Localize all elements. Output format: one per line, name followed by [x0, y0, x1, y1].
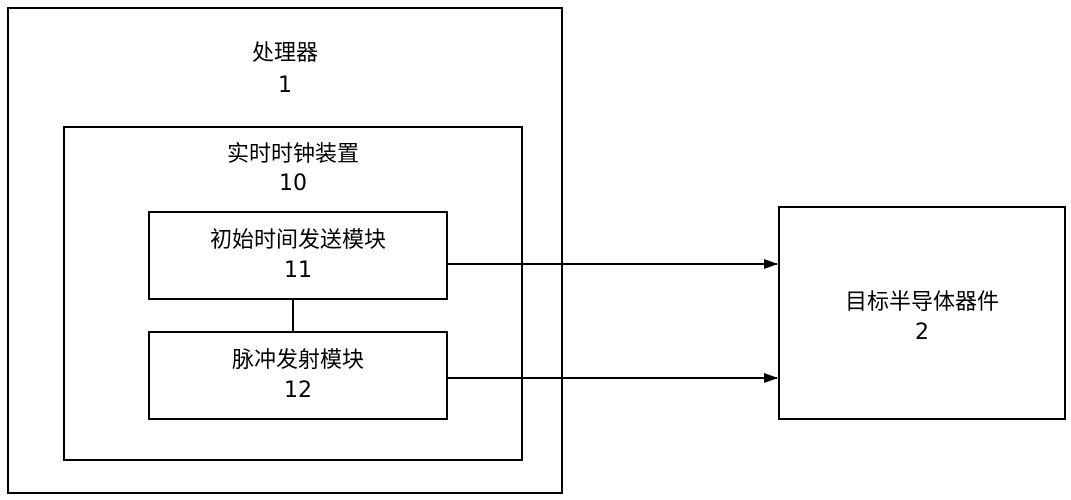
processor-name: 处理器: [251, 41, 318, 66]
rtc-device-name: 实时时钟装置: [226, 142, 359, 167]
pulse-module-name: 脉冲发射模块: [231, 348, 364, 373]
rtc-device-number: 10: [279, 171, 307, 196]
init-time-module-number: 11: [284, 258, 312, 283]
init-time-module-name: 初始时间发送模块: [209, 228, 386, 253]
target-device-box: 目标半导体器件 2: [778, 206, 1066, 420]
init-time-module-box: 初始时间发送模块 11: [148, 211, 448, 300]
pulse-module-box: 脉冲发射模块 12: [148, 331, 448, 420]
target-device-name: 目标半导体器件: [844, 290, 999, 315]
processor-number: 1: [278, 73, 292, 98]
target-device-number: 2: [915, 320, 929, 345]
pulse-module-number: 12: [284, 378, 312, 403]
